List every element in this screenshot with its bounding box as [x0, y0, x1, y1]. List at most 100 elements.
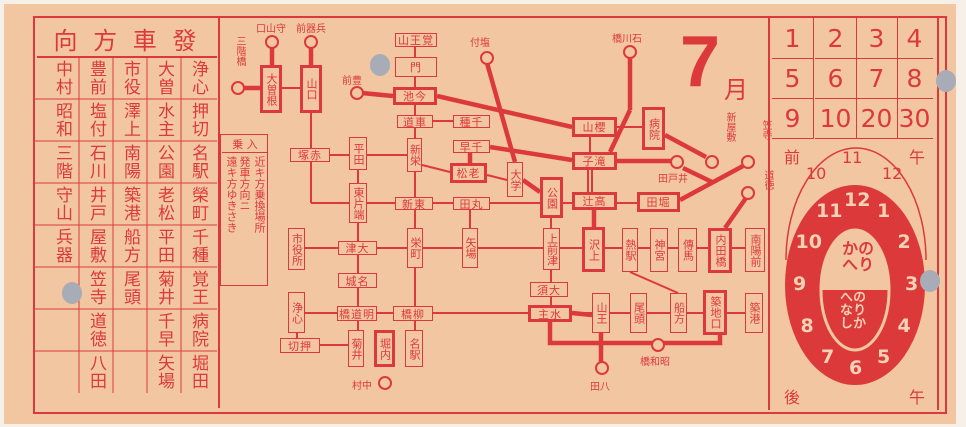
station-oozone: 大曽根 — [260, 65, 282, 113]
terminal-kasadera-icon — [741, 155, 755, 169]
inner-hour: 12 — [844, 189, 871, 211]
station-koen: 公園 — [540, 177, 563, 218]
direction-cell: 笠寺 — [86, 269, 106, 306]
month-unit: 月 — [724, 76, 748, 104]
station-kakuozan: 山王覚 — [395, 33, 437, 47]
terminal-label-nakamura: 村中 — [352, 381, 372, 392]
terminal-heikimae-icon — [304, 35, 318, 49]
direction-cell: 八田 — [86, 353, 106, 390]
punch-hole — [370, 54, 390, 76]
station-kamisawa: 沢上 — [582, 227, 605, 272]
terminal-shinyashiki-icon — [705, 155, 719, 169]
direction-cell: 平田 — [154, 227, 174, 264]
terminal-label-showabashi: 橋和昭 — [640, 357, 670, 368]
direction-cell: 榮町 — [188, 185, 208, 222]
station-meieki: 名駅 — [405, 330, 423, 367]
terminal-label-dotoku: 道徳 — [762, 170, 773, 190]
station-shiyakusho: 市役所 — [288, 228, 305, 270]
direction-cell: 井戸 — [86, 185, 106, 222]
day-cell-30[interactable]: 30 — [896, 98, 933, 139]
terminal-ishikawabashi-icon — [623, 45, 637, 59]
station-horiuchi: 堀内 — [374, 330, 395, 367]
station-atsutaeki: 熱駅 — [622, 228, 638, 272]
inner-hour: 4 — [897, 315, 911, 337]
direction-cell: 築港 — [120, 185, 140, 222]
direction-cell: 道徳 — [86, 311, 106, 348]
day-cell-7[interactable]: 7 — [856, 58, 898, 99]
punch-hole — [920, 270, 940, 292]
station-imaike: 池今 — [393, 87, 437, 105]
direction-cell: 浄心 — [188, 59, 208, 96]
pm-label-right: 午 — [909, 388, 926, 407]
table-divider — [35, 18, 220, 408]
direction-cell: 水主 — [154, 101, 174, 138]
day-cell-1[interactable]: 1 — [772, 18, 814, 59]
station-meijo: 城名 — [338, 273, 377, 288]
station-tsukijiguchi: 築地口 — [703, 290, 727, 335]
terminal-dotoku-icon — [741, 186, 755, 200]
day-cell-9[interactable]: 9 — [772, 98, 814, 139]
pm-label-left: 後 — [784, 388, 801, 407]
station-shinsakae: 新栄 — [407, 138, 422, 172]
am-label-left: 前 — [784, 148, 801, 167]
route-line-thick — [521, 178, 542, 194]
day-cell-8[interactable]: 8 — [896, 58, 933, 99]
terminal-showabashi-icon — [651, 338, 665, 352]
legend-line-far: 遠キ方ゆきさき — [225, 156, 238, 233]
inner-hour: 6 — [849, 357, 863, 379]
direction-cell: 中村 — [52, 59, 72, 96]
direction-cell: 千種 — [188, 227, 208, 264]
station-otsu: 津大 — [338, 241, 377, 255]
direction-cell: 病院 — [188, 311, 208, 348]
terminal-label-hatta: 田八 — [590, 382, 610, 393]
station-sakaemachi: 栄町 — [407, 228, 423, 268]
day-cell-4[interactable]: 4 — [896, 18, 933, 59]
terminal-shiotsuke-icon — [480, 51, 494, 65]
transfer-ticket: 向 方 車 發 中村昭和三階守山兵器豊前塩付石川井戸屋敷笠寺道徳八田市役澤上南陽… — [4, 4, 956, 424]
day-cell-2[interactable]: 2 — [815, 18, 857, 59]
day-cell-10[interactable]: 10 — [815, 98, 857, 139]
station-otou: 尾頭 — [630, 293, 647, 333]
station-joshin: 浄心 — [288, 292, 305, 333]
station-kamimaezu: 上前津 — [543, 228, 560, 270]
punch-hole — [62, 282, 82, 304]
station-funakata: 船方 — [670, 293, 687, 333]
am-label-right: 午 — [909, 148, 926, 167]
legend-line-near: 近キ方乗換場所 — [253, 156, 266, 233]
station-osu: 須大 — [530, 282, 568, 297]
route-line-thick — [663, 133, 708, 159]
terminal-label-tadoi: 田戸井 — [658, 174, 688, 185]
direction-cell: 屋敷 — [86, 227, 106, 264]
day-cell-3[interactable]: 3 — [856, 18, 898, 59]
direction-cell: 守山 — [52, 185, 72, 222]
station-kikui: 菊井 — [348, 330, 364, 367]
route-line-thick — [571, 310, 593, 318]
terminal-label-shiotsuke: 付塩 — [470, 38, 490, 49]
direction-cell: 名駅 — [188, 143, 208, 180]
direction-table-title: 向 方 車 發 — [37, 20, 217, 58]
direction-cell: 大曽 — [154, 59, 174, 96]
direction-cell: 兵器 — [52, 227, 72, 264]
day-cell-20[interactable]: 20 — [856, 98, 898, 139]
station-daigaku: 大学 — [507, 162, 523, 197]
station-jingu: 神宮 — [650, 228, 668, 272]
terminal-moriyamaguchi-icon — [265, 35, 279, 49]
terminal-nakamura-icon — [378, 376, 392, 390]
route-line-thick — [489, 144, 573, 163]
punch-hole — [936, 70, 956, 92]
inner-hour: 9 — [793, 273, 807, 295]
legend-title: 乗 入 — [222, 136, 268, 153]
outer-hour: 12 — [882, 164, 903, 183]
direction-cell: 老松 — [154, 185, 174, 222]
direction-cell: 澤上 — [120, 101, 140, 138]
terminal-tadoi-icon — [670, 155, 684, 169]
station-takiko: 子滝 — [572, 152, 617, 170]
day-cell-6[interactable]: 6 — [815, 58, 857, 99]
day-cell-5[interactable]: 5 — [772, 58, 814, 99]
station-akatsuka: 塚赤 — [290, 148, 330, 162]
terminal-label-sangaibashi: 三階橋 — [234, 36, 245, 66]
station-takatsuji: 辻高 — [572, 192, 617, 210]
legend-line-direction: 発車方向ニ — [238, 156, 251, 211]
station-oimatsu: 松老 — [450, 163, 487, 183]
transfer-label: のりかへ — [839, 240, 874, 272]
